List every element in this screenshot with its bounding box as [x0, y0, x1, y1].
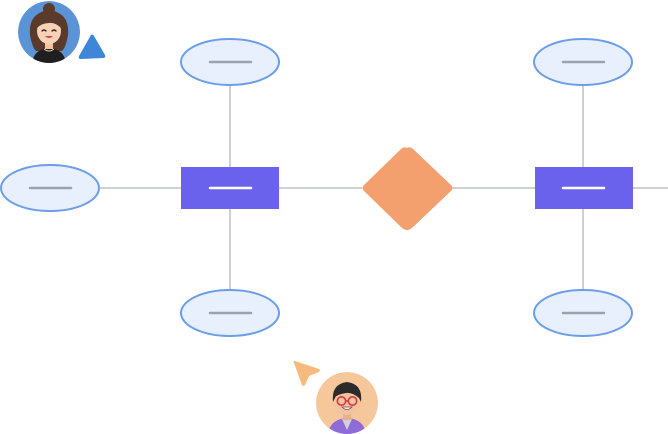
entity-node[interactable]: [181, 167, 279, 209]
attribute-node[interactable]: [180, 289, 280, 337]
attribute-node[interactable]: [0, 164, 100, 212]
collaborator-avatar[interactable]: [316, 372, 378, 434]
entity-node[interactable]: [535, 167, 633, 209]
relationship-node[interactable]: [362, 147, 453, 230]
attribute-node[interactable]: [533, 289, 633, 337]
pointer-cursor-blue-icon: [78, 34, 106, 59]
connectors: [100, 85, 668, 290]
collaborator-avatar[interactable]: [18, 1, 80, 63]
user-avatar-glasses-icon: [316, 372, 378, 434]
attribute-node[interactable]: [533, 38, 633, 86]
attribute-node[interactable]: [180, 38, 280, 86]
user-avatar-woman-icon: [18, 1, 80, 63]
pointer-cursor-orange-icon: [293, 360, 320, 386]
